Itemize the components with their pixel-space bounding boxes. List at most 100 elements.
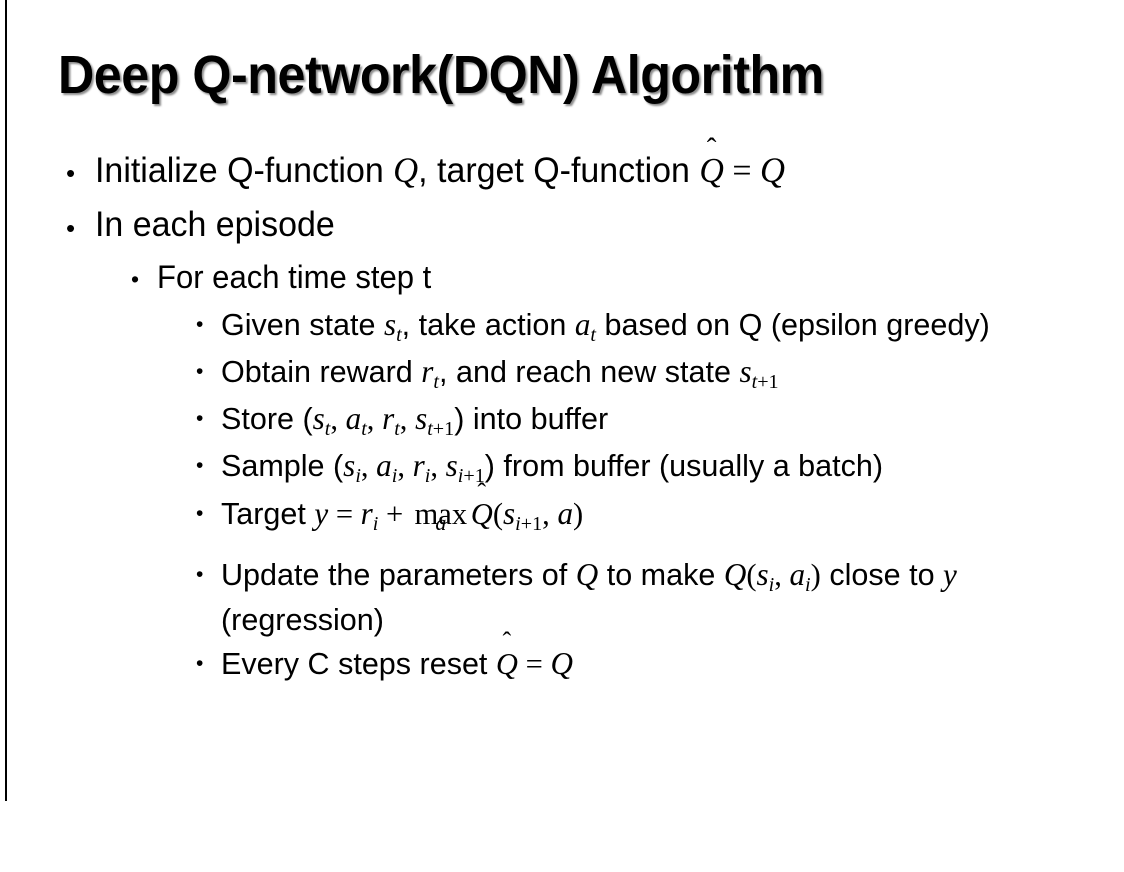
math-store-r-subscript: t [394,418,400,441]
math-sample-ai: ai [376,448,397,487]
text-update-p1: Update the parameters of [221,557,576,593]
math-target-a: a [557,495,574,531]
slide-left-edge-accent [5,0,7,801]
math-paren-open: ( [492,495,504,531]
math-sample-r-base: r [412,448,425,484]
math-comma-2: , [366,401,383,437]
sub-number: 1 [768,370,779,393]
math-comma-1: , [330,401,346,437]
sub-index: i [515,512,521,535]
math-comma: , [774,557,790,593]
bullet-store-transition: • Store (st, at, rt, st+1) into buffer [0,398,1124,443]
math-update-s-subscript: i [768,574,775,597]
bullet-obtain-reward-text: Obtain reward rt, and reach new state st… [221,351,1089,396]
bullet-reset-target-text: Every C steps reset ̂Q = Q [221,643,1089,685]
math-comma-3: , [399,401,416,437]
sub-index: t [751,370,758,393]
math-store-r-base: r [382,401,395,437]
math-qhat-base: Q [470,495,493,531]
math-comma-1: , [360,448,377,484]
bullet-target-y: • Target y = ri + maxâQ(si+1, a) [0,493,1124,538]
math-store-s-subscript: t [324,418,331,441]
sub-number: 1 [474,465,485,488]
text-update-p3: close to [820,557,944,593]
bullet-store-transition-text: Store (st, at, rt, st+1) into buffer [221,398,1089,443]
math-update-a-subscript: i [805,574,811,597]
math-qhat-base: Q [699,151,724,190]
math-store-at: at [345,401,367,440]
bullet-sample-batch: • Sample (si, ai, ri, si+1) from buffer … [0,445,1124,490]
math-var-q1: Q [393,150,419,190]
sub-operator: + [432,418,445,441]
bullet-update-parameters: • Update the parameters of Q to make Q(s… [0,554,1124,641]
math-qhat-target: ̂Q [471,493,493,534]
bullet-marker-icon: • [196,501,204,525]
text-initialize-mid: , target Q-function [418,151,700,190]
math-reward-rt: rt [421,353,439,393]
math-state-st: st [383,306,402,346]
math-sample-a-subscript: i [391,465,398,488]
math-target-r-subscript: i [372,512,379,535]
bullet-target-y-text: Target y = ri + maxâQ(si+1, a) [221,493,1089,538]
math-plus: + [378,495,411,531]
slide-body: • Initialize Q-function Q, target Q-func… [0,148,1124,687]
math-equals: = [517,645,551,681]
math-target-r-base: r [360,495,373,531]
math-next-state-base: s [739,353,752,389]
sub-number: 1 [444,418,455,441]
math-comma: , [542,495,558,531]
math-target-ri: ri [360,495,379,535]
math-max-label: max [414,495,468,531]
math-state-base: s [383,306,397,342]
text-initialize-prefix: Initialize Q-function [95,151,394,190]
math-paren-close: ) [810,557,821,593]
math-store-st: st [312,401,331,440]
math-target-si1: si+1 [503,495,542,535]
bullet-marker-icon: • [196,563,204,587]
bullet-marker-icon: • [196,454,204,478]
math-sample-r-subscript: i [424,465,431,488]
math-store-rt: rt [382,401,400,440]
text-update-p2: to make [598,557,724,593]
math-store-s2-subscript: t+1 [427,418,454,440]
bullet-marker-icon: • [196,312,204,336]
math-state-subscript: t [396,323,402,346]
math-equals-1: = [723,151,760,190]
math-sample-a-base: a [376,448,392,484]
bullet-for-each-time-step: • For each time step t [0,257,1124,298]
math-sample-si1: si+1 [445,448,485,487]
sub-operator: + [520,512,533,535]
sub-operator: + [463,465,475,488]
bullet-marker-icon: • [131,265,140,292]
math-qhat-base: Q [495,645,518,681]
math-var-q2: Q [759,150,786,190]
math-update-q1: Q [575,557,599,593]
math-target-s-base: s [503,495,516,531]
math-next-state-subscript: t+1 [752,371,779,393]
math-store-a-subscript: t [361,418,367,441]
bullet-in-each-episode: • In each episode [0,203,1124,248]
bullet-for-each-time-step-text: For each time step t [157,258,432,295]
math-store-s-base: s [312,401,325,437]
bullet-marker-icon: • [196,407,204,431]
math-sample-s2-base: s [445,448,458,484]
sub-operator: + [757,370,769,393]
sub-index: i [457,465,464,488]
math-next-state-st1: st+1 [739,353,778,393]
text-obtain-reward-p2: , and reach new state [439,353,740,389]
math-reward-base: r [421,353,434,389]
bullet-update-parameters-text: Update the parameters of Q to make Q(si,… [221,554,1089,641]
text-store-p1: Store ( [221,401,313,437]
math-sample-s2-subscript: i+1 [458,466,485,488]
math-comma-2: , [397,448,413,484]
text-store-p2: ) into buffer [454,401,609,437]
math-update-a-base: a [789,557,806,593]
math-comma-3: , [430,448,446,484]
bullet-given-state-text: Given state st, take action at based on … [221,304,1089,349]
math-store-a-base: a [345,401,362,437]
math-equals: = [328,495,361,531]
bullet-marker-icon: • [196,359,204,383]
bullet-sample-batch-text: Sample (si, ai, ri, si+1) from buffer (u… [221,445,1089,490]
text-obtain-reward-p1: Obtain reward [221,353,422,389]
